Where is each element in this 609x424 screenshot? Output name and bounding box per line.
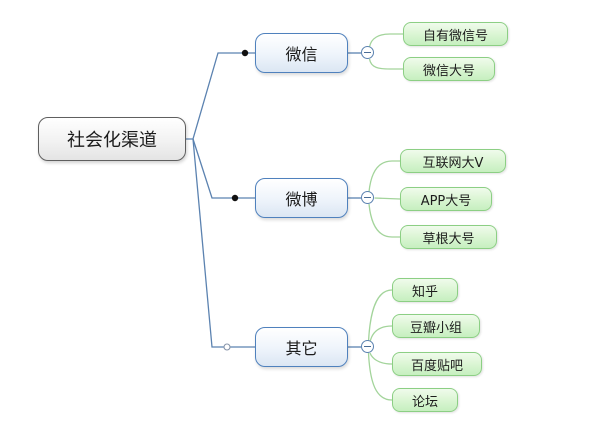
connector-weibo-child2 bbox=[374, 197, 401, 200]
connector-qita-child3 bbox=[369, 352, 393, 365]
connector-qita-child1 bbox=[367, 289, 393, 343]
node-qita[interactable]: 其它 bbox=[255, 327, 348, 367]
connector-root-weibo bbox=[192, 138, 255, 199]
connector-weixin-child2 bbox=[368, 58, 403, 70]
node-app-dahao[interactable]: APP大号 bbox=[400, 187, 492, 211]
node-douban-xiaozu[interactable]: 豆瓣小组 bbox=[392, 314, 480, 338]
hollow-dot-qita bbox=[223, 343, 231, 351]
node-baidu-tieba[interactable]: 百度贴吧 bbox=[392, 352, 482, 376]
connector-root-qita bbox=[192, 138, 255, 348]
connector-weibo-child1 bbox=[368, 160, 400, 193]
connector-qita-child4 bbox=[367, 352, 393, 401]
collapse-button-weixin[interactable] bbox=[361, 46, 374, 59]
node-luntan[interactable]: 论坛 bbox=[392, 388, 458, 412]
connector-weibo-child3 bbox=[368, 203, 400, 238]
node-weixin-dahao[interactable]: 微信大号 bbox=[403, 57, 495, 81]
node-weibo[interactable]: 微博 bbox=[255, 178, 348, 218]
collapse-button-weibo[interactable] bbox=[361, 191, 374, 204]
filled-dot-weixin bbox=[241, 49, 249, 57]
node-zhihu[interactable]: 知乎 bbox=[392, 278, 458, 302]
node-weixin[interactable]: 微信 bbox=[255, 33, 348, 73]
connector-qita-child2 bbox=[369, 325, 393, 343]
collapse-button-qita[interactable] bbox=[361, 340, 374, 353]
node-ziyou-weixinhao[interactable]: 自有微信号 bbox=[403, 22, 508, 46]
connector-root-weixin bbox=[185, 52, 255, 140]
minus-icon bbox=[364, 52, 371, 53]
node-caogen-dahao[interactable]: 草根大号 bbox=[400, 225, 497, 249]
connector-weixin-child1 bbox=[368, 33, 403, 48]
node-hulianwang-dav[interactable]: 互联网大V bbox=[400, 149, 506, 173]
node-root[interactable]: 社会化渠道 bbox=[38, 117, 186, 161]
minus-icon bbox=[364, 346, 371, 347]
minus-icon bbox=[364, 197, 371, 198]
filled-dot-weibo bbox=[231, 194, 239, 202]
